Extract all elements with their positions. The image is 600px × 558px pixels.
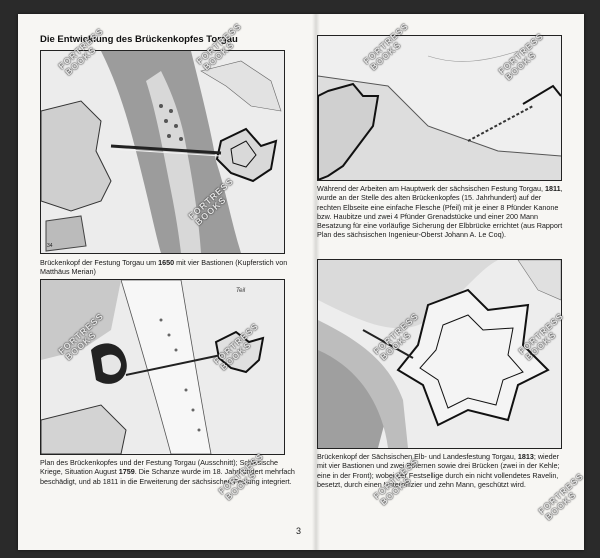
caption-4-year: 1813 [517, 452, 534, 461]
map-drawing-1811 [318, 36, 561, 180]
caption-2-text-b: , wurde an der Stelle des alten Brückenk… [317, 184, 563, 240]
caption-4-text-a: Brückenkopf der Sächsischen Elb- und Lan… [317, 452, 518, 461]
caption-3-text-b: . Die Schanze wurde im 18. Jahrhundert m… [40, 467, 295, 486]
caption-2-text-a: Während der Arbeiten am Hauptwerk der sä… [317, 184, 545, 193]
caption-figure-1650: Brückenkopf der Festung Torgau um 1650 m… [40, 258, 292, 277]
page-heading: Die Entwicklung des Brückenkopfes Torgau [40, 34, 238, 45]
map-figure-1813 [317, 259, 562, 449]
caption-figure-1811: Während der Arbeiten am Hauptwerk der sä… [317, 184, 565, 240]
map-figure-1759: Teil [40, 279, 285, 455]
caption-3-text-a: Plan des Brückenkopfes und der Festung T… [40, 458, 278, 477]
map-drawing-1650: 34 [41, 51, 284, 253]
page-number: 3 [296, 526, 302, 536]
caption-1-year: 1650 [158, 258, 175, 267]
caption-3-year: 1759 [118, 467, 135, 477]
caption-1-text-a: Brückenkopf der Festung Torgau um [40, 258, 159, 267]
map-drawing-1759: Teil [41, 280, 284, 454]
caption-4-text-b: ; wieder mit vier Bastionen und zwei Pot… [317, 452, 560, 489]
map-margin-number: 34 [47, 243, 53, 249]
page-gutter [312, 14, 320, 550]
caption-figure-1759: Plan des Brückenkopfes und der Festung T… [40, 458, 296, 486]
map-figure-1650: 34 [40, 50, 285, 254]
book-page: Die Entwicklung des Brückenkopfes Torgau… [18, 14, 586, 550]
map-figure-1811 [317, 35, 562, 181]
map-label: Teil [236, 288, 246, 294]
map-drawing-1813 [318, 260, 561, 448]
caption-figure-1813: Brückenkopf der Sächsischen Elb- und Lan… [317, 452, 567, 489]
caption-2-year: 1811 [545, 184, 561, 193]
caption-1-text-b: mit vier Bastionen (Kupferstich von Matt… [40, 258, 288, 277]
